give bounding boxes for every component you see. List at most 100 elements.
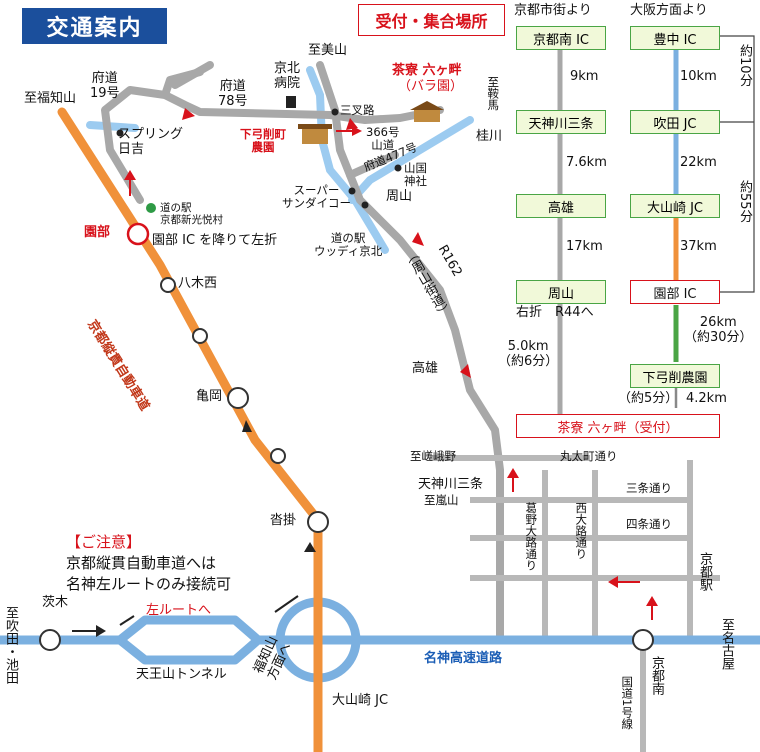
label-sanjo: 三条通り	[626, 481, 672, 495]
label-arashiyama: 至嵐山	[424, 493, 459, 507]
arrow-bottom-left	[608, 576, 618, 588]
fudo477-road	[346, 151, 399, 179]
label-farm: 下弓削町 農園	[240, 127, 286, 155]
label-kurama: 至鞍馬	[486, 76, 501, 111]
kyoto-stop-1: 天神川三条	[516, 110, 606, 134]
upper-road	[161, 68, 204, 99]
osaka-dist-3: 26km （約30分）	[684, 315, 753, 345]
katsura-river-upper	[348, 116, 474, 204]
black-arrows	[72, 420, 316, 637]
kyoto-stop-2: 高雄	[516, 194, 606, 218]
osaka-route-header: 大阪方面より	[630, 3, 708, 18]
yamaguni-dot	[394, 164, 402, 172]
rivers	[86, 66, 474, 254]
label-tennozan: 天王山トンネル	[136, 667, 227, 682]
kyoto-dist-0: 9km	[570, 69, 599, 84]
label-sonobe: 園部	[84, 225, 111, 240]
label-nagoya: 至名古屋	[718, 618, 734, 670]
ic-nodes	[39, 222, 654, 651]
arrow-spring	[124, 170, 136, 180]
label-sonobe-note: 園部 IC を降りて左折	[152, 233, 278, 248]
label-spring: スプリング 日吉	[118, 127, 184, 157]
arrow-tenjin	[507, 468, 519, 478]
osaka-dist-1: 22km	[680, 155, 717, 170]
arrow-366	[352, 126, 362, 136]
label-kuzuno: 葛野大路通り	[524, 502, 539, 571]
label-yagi: 八木西	[178, 276, 218, 291]
label-fudo19: 府道 19号	[90, 71, 120, 101]
kyoto-stop-0: 京都南 IC	[516, 26, 606, 50]
chasei-name: 茶寮 六ヶ畔	[392, 63, 462, 78]
label-meishin: 名神高速道路	[424, 651, 503, 666]
kyoto-last-dist: 5.0km （約6分）	[498, 339, 559, 369]
label-r366: 366号 山道	[366, 125, 400, 153]
sonobe-ic-node	[126, 222, 150, 246]
yagi-node	[160, 277, 176, 293]
label-hospital: 京北 病院	[274, 61, 301, 91]
kyoto-minami-node	[632, 629, 654, 651]
arrow-takao	[460, 364, 471, 378]
caution-head: 【ご注意】	[66, 533, 142, 551]
label-r1: 国道1号線	[620, 676, 635, 730]
osaka-dist-0: 10km	[680, 69, 717, 84]
osaka-time-note: （約5分）	[618, 391, 679, 406]
arrow-kutsukake	[304, 542, 316, 552]
arrow-sanjoro	[346, 118, 358, 130]
chasei-building-icon	[410, 101, 444, 122]
meeting-point-callout: 受付・集合場所	[358, 4, 505, 36]
osaka-dist-4: 4.2km	[686, 391, 727, 406]
ibaraki-node	[39, 629, 61, 651]
local-roads	[101, 61, 504, 644]
sanjoro-dot	[331, 108, 339, 116]
label-kameoka: 亀岡	[196, 389, 223, 404]
label-sanjoro: 三叉路	[340, 103, 375, 117]
osaka-bracket-long: 約55分	[736, 180, 752, 223]
label-marutamachi: 丸太町通り	[560, 449, 618, 463]
osaka-dist-2: 37km	[680, 239, 717, 254]
label-katsuragawa: 桂川	[476, 129, 503, 144]
arrow-up	[646, 596, 658, 606]
small-river	[86, 121, 139, 132]
kutsukake-node	[307, 511, 329, 533]
node-2	[192, 328, 208, 344]
label-left-route: 左ルートへ	[146, 603, 212, 618]
label-shijo: 四条通り	[626, 517, 672, 531]
label-oyamazaki: 大山崎 JC	[332, 693, 389, 708]
label-takao: 高雄	[412, 361, 439, 376]
direction-arrows	[124, 108, 658, 620]
jukan-expressway	[57, 107, 323, 752]
arrow-ibaraki	[96, 625, 106, 637]
osaka-stop-3: 園部 IC	[630, 280, 720, 304]
label-ibaraki: 茨木	[42, 595, 69, 610]
label-yamaguni: 山国 神社	[404, 161, 427, 189]
label-roadstation-shinkou: 道の駅 京都新光悦村	[160, 202, 223, 227]
super-dot	[348, 187, 356, 195]
label-suita: 至吹田・池田	[2, 606, 18, 684]
spring-dot	[116, 129, 124, 137]
label-fudo78: 府道 78号	[218, 79, 248, 109]
city-grid	[430, 455, 720, 752]
node-3	[270, 448, 286, 464]
label-fukuchiyama: 至福知山	[24, 91, 77, 106]
katsura-river	[306, 66, 389, 254]
fudo19-road	[101, 86, 334, 204]
route-chain-lines	[557, 35, 755, 420]
osaka-stop-2: 大山崎 JC	[630, 194, 720, 218]
label-miyama: 至美山	[308, 43, 348, 58]
osaka-bracket-short: 約10分	[736, 44, 752, 87]
label-saga: 至嵯峨野	[410, 449, 456, 463]
osaka-stop-4: 下弓削農園	[630, 364, 720, 388]
label-shuzan: 周山	[386, 189, 413, 204]
poi-dots	[116, 108, 402, 213]
arrow-r162	[412, 232, 424, 246]
r162-road	[316, 61, 504, 644]
chasei-sub: （バラ園）	[398, 79, 464, 94]
kyoto-dist-2: 17km	[566, 239, 603, 254]
label-kyoto-st: 京都駅	[696, 552, 712, 591]
label-supermarket: スーパー サンダイコー	[282, 183, 351, 211]
arrow-fudo78	[182, 108, 195, 120]
osaka-stop-0: 豊中 IC	[630, 26, 720, 50]
caution-line2: 名神左ルートのみ接続可	[66, 575, 232, 593]
kyoto-dist-1: 7.6km	[566, 155, 607, 170]
